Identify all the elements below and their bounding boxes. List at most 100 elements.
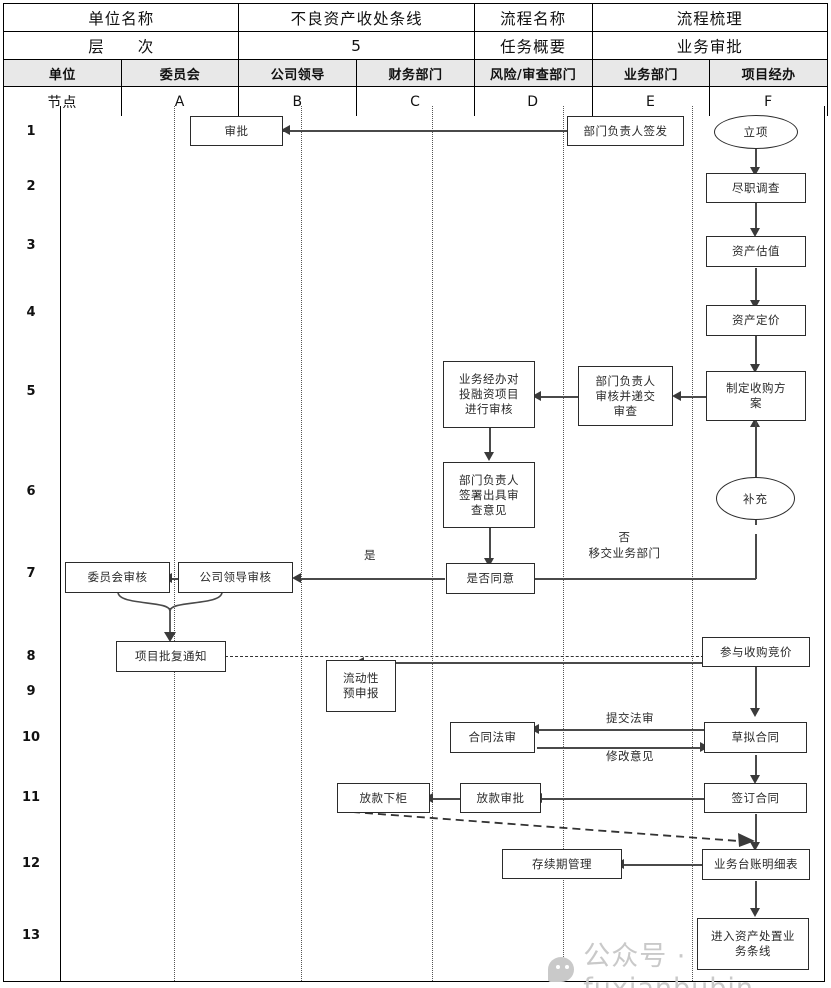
box-agree-decision[interactable]: 是否同意	[446, 563, 535, 594]
box-duration-management[interactable]: 存续期管理	[502, 849, 622, 879]
box-dept-head-review[interactable]: 部门负责人 审核并递交 审查	[578, 366, 673, 426]
header-unit-name-label: 单位名称	[2, 3, 240, 32]
edge-dd-to-valuation	[755, 202, 757, 232]
ellipse-supplement[interactable]: 补充	[716, 477, 795, 520]
node-number-11: 11	[21, 790, 41, 805]
box-acquisition-plan-line1: 制定收购方	[726, 381, 786, 395]
node-number-5: 5	[26, 384, 36, 399]
arrowhead-sign-contract	[750, 775, 760, 784]
edge-ledger-to-disposal	[755, 881, 757, 912]
header-row-2: 层 次 5 任务概要 业务审批	[2, 31, 829, 60]
edge-bizreview-to-sign	[489, 424, 491, 456]
box-asset-disposal[interactable]: 进入资产处置业 务条线	[697, 918, 809, 970]
header-task-summary-label: 任务概要	[473, 31, 593, 60]
box-leader-review[interactable]: 公司领导审核	[178, 562, 293, 593]
edge-decision-no	[535, 578, 756, 580]
lane-divider-d-e	[563, 106, 564, 981]
edge-bid-to-liquidity	[362, 662, 702, 664]
arrowhead-disposal	[750, 908, 760, 917]
header-process-name-label: 流程名称	[473, 3, 593, 32]
box-biz-review-line3: 进行审核	[465, 402, 513, 416]
node-number-7: 7	[26, 566, 36, 581]
lane-divider-c-d	[432, 106, 433, 981]
box-biz-review-line2: 投融资项目	[459, 387, 519, 401]
header-code-e: E	[591, 86, 711, 116]
box-acquisition-plan[interactable]: 制定收购方 案	[706, 371, 806, 421]
label-revise-opinion: 修改意见	[606, 749, 654, 763]
header-task-summary-value: 业务审批	[591, 31, 829, 60]
edge-deptreview-to-bizreview	[540, 396, 578, 398]
edge-draft-to-legal	[537, 729, 704, 731]
arrowhead-decision	[484, 558, 494, 567]
box-asset-pricing[interactable]: 资产定价	[706, 305, 806, 336]
box-due-diligence[interactable]: 尽职调查	[706, 173, 806, 203]
box-dept-head-issue[interactable]: 部门负责人签发	[567, 116, 684, 146]
box-biz-review[interactable]: 业务经办对 投融资项目 进行审核	[443, 361, 535, 428]
box-draft-contract[interactable]: 草拟合同	[704, 722, 807, 753]
label-no-line2: 移交业务部门	[588, 546, 661, 560]
edge-ledger-to-duration	[622, 864, 702, 866]
arrowhead-draft	[750, 708, 760, 717]
header-unit-name-value: 不良资产收处条线	[238, 3, 475, 32]
box-dept-head-review-line2: 审核并递交	[595, 388, 656, 403]
node-number-2: 2	[26, 179, 36, 194]
node-number-13: 13	[21, 928, 41, 943]
edge-legal-to-draft	[537, 747, 704, 749]
edge-contract-to-ledger	[755, 814, 757, 847]
header-table: 单位名称 不良资产收处条线 流程名称 流程梳理 层 次 5 任务概要 业务审批 …	[2, 3, 829, 116]
lane-divider-e-f	[692, 106, 693, 981]
box-dept-sign-line2: 签署出具审	[459, 487, 519, 502]
header-dept-committee: 委员会	[120, 59, 240, 87]
node-number-1: 1	[26, 124, 36, 139]
box-asset-disposal-line2: 务条线	[735, 944, 771, 958]
box-bid-participation[interactable]: 参与收购竞价	[702, 637, 810, 667]
arrowhead-deptreview	[672, 391, 681, 401]
box-liquidity-line1: 流动性	[343, 671, 379, 685]
box-ledger-detail[interactable]: 业务台账明细表	[702, 849, 810, 880]
box-dept-sign-opinion[interactable]: 部门负责人 签署出具审 查意见	[443, 462, 535, 528]
ellipse-project-start[interactable]: 立项	[714, 115, 798, 149]
edge-bid-to-draft	[755, 665, 757, 713]
box-loan-release[interactable]: 放款下柜	[337, 783, 430, 813]
header-node-col-label: 节点	[3, 86, 122, 116]
wechat-bubble-icon	[548, 956, 575, 982]
edge-loanapproval-to-release	[430, 798, 460, 800]
header-code-d: D	[473, 86, 593, 116]
box-asset-disposal-line1: 进入资产处置业	[711, 929, 795, 943]
box-approve[interactable]: 审批	[190, 116, 283, 146]
lane-divider-a-b	[174, 106, 175, 981]
label-yes: 是	[364, 548, 376, 562]
edge-issue-to-approve	[283, 130, 570, 132]
box-acquisition-plan-line2: 案	[750, 396, 762, 410]
edge-no-up-to-supplement	[755, 534, 757, 579]
edge-plan-to-deptreview	[680, 396, 714, 398]
box-sign-contract[interactable]: 签订合同	[704, 783, 807, 813]
box-liquidity-prefiling[interactable]: 流动性 预申报	[326, 660, 396, 712]
header-dept-finance: 财务部门	[356, 59, 475, 87]
box-loan-approval[interactable]: 放款审批	[460, 783, 541, 813]
arrowhead-ledger	[750, 842, 760, 851]
swimlane-frame	[3, 106, 825, 982]
header-code-a: A	[120, 86, 240, 116]
header-unit-col-label: 单位	[3, 59, 122, 87]
header-level-value: 5	[238, 31, 475, 60]
edge-dashed-notice-to-bid	[225, 656, 704, 657]
label-submit-legal: 提交法审	[606, 711, 654, 725]
box-committee-review[interactable]: 委员会审核	[65, 562, 170, 593]
node-number-4: 4	[26, 305, 36, 320]
header-row-1: 单位名称 不良资产收处条线 流程名称 流程梳理	[2, 3, 829, 32]
edge-start-to-dd	[755, 148, 757, 172]
box-dept-head-review-line3: 审查	[613, 403, 638, 418]
arrowhead-to-approve	[281, 125, 290, 135]
lane-divider-unit	[60, 106, 61, 981]
arrowhead-sign	[484, 452, 494, 461]
edge-contract-to-loanapproval	[540, 798, 704, 800]
header-code-f: F	[709, 86, 828, 116]
box-asset-valuation[interactable]: 资产估值	[706, 236, 806, 267]
watermark: 公众号 · fuxianbubin	[548, 934, 831, 988]
box-project-approval-notice[interactable]: 项目批复通知	[116, 641, 226, 672]
box-dept-sign-line3: 查意见	[471, 502, 507, 517]
arrowhead-valuation	[750, 228, 760, 237]
box-contract-legal-review[interactable]: 合同法审	[450, 722, 535, 753]
